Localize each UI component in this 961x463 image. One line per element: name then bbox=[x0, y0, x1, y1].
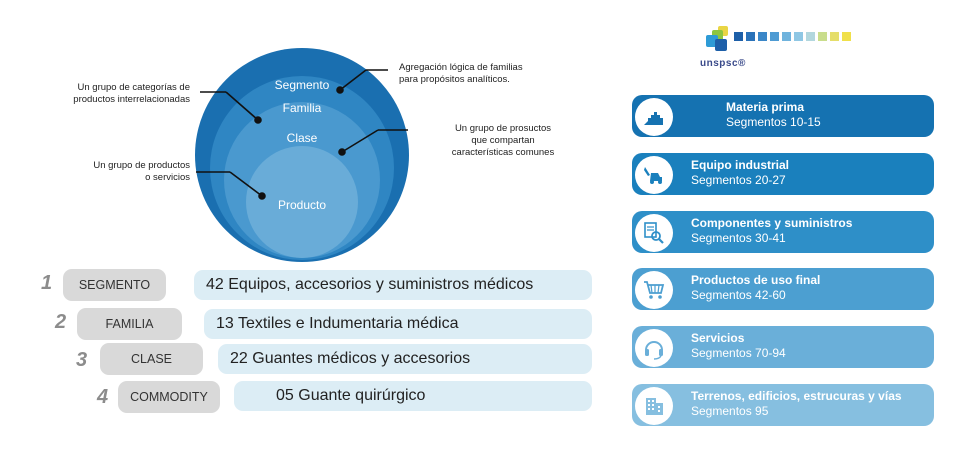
segment-card-componentes: Componentes y suministros Segmentos 30-4… bbox=[632, 211, 934, 253]
segment-title: Terrenos, edificios, estrucuras y vías bbox=[691, 389, 902, 403]
hierarchy-value-familia: 13 Textiles e Indumentaria médica bbox=[204, 309, 592, 339]
logo-text: unspsc® bbox=[700, 58, 746, 69]
annotation-familia: Un grupo de categorías de productos inte… bbox=[73, 82, 190, 105]
logo-square-7 bbox=[806, 32, 815, 41]
category-diagram: Segmento Familia Clase Producto Agregaci… bbox=[0, 0, 600, 265]
circle-label-familia: Familia bbox=[283, 101, 322, 115]
hierarchy-level-familia: FAMILIA bbox=[77, 308, 182, 340]
logo-square-4 bbox=[770, 32, 779, 41]
hierarchy-level-segmento: SEGMENTO bbox=[63, 269, 166, 301]
logo-square-2 bbox=[746, 32, 755, 41]
connector-producto-diag bbox=[229, 171, 263, 197]
logo-square-1 bbox=[734, 32, 743, 41]
connector-dot-clase bbox=[338, 148, 346, 156]
hierarchy-number-1: 1 bbox=[41, 272, 53, 294]
circle-producto bbox=[246, 146, 358, 258]
annotation-segmento: Agregación lógica de familias para propó… bbox=[399, 62, 523, 85]
hierarchy-level-clase: CLASE bbox=[100, 343, 203, 375]
segment-range: Segmentos 95 bbox=[691, 404, 769, 418]
segment-range: Segmentos 20-27 bbox=[691, 173, 786, 187]
hierarchy-value-commodity: 05 Guante quirúrgico bbox=[234, 381, 592, 411]
segment-card-servicios: Servicios Segmentos 70-94 bbox=[632, 326, 934, 368]
connector-dot-producto bbox=[258, 192, 266, 200]
segment-title: Equipo industrial bbox=[691, 158, 789, 172]
circle-label-segmento: Segmento bbox=[275, 78, 330, 92]
logo-square-5 bbox=[782, 32, 791, 41]
hierarchy-number-2: 2 bbox=[55, 311, 67, 333]
segment-title: Materia prima bbox=[726, 100, 805, 114]
pyramid-icon bbox=[635, 98, 673, 136]
segment-card-materia-prima: Materia prima Segmentos 10-15 bbox=[632, 95, 934, 137]
circle-label-clase: Clase bbox=[287, 131, 318, 145]
hierarchy-number-3: 3 bbox=[76, 349, 88, 371]
connector-segmento-diag bbox=[339, 69, 367, 91]
hierarchy-value-segmento: 42 Equipos, accesorios y suministros méd… bbox=[194, 270, 592, 300]
segment-title: Componentes y suministros bbox=[691, 216, 853, 230]
logo-square-8 bbox=[818, 32, 827, 41]
unspsc-logo: unspsc® bbox=[696, 22, 866, 74]
logo-square-10 bbox=[842, 32, 851, 41]
excavator-icon bbox=[635, 156, 673, 194]
circle-label-producto: Producto bbox=[278, 198, 326, 212]
segment-card-equipo-industrial: Equipo industrial Segmentos 20-27 bbox=[632, 153, 934, 195]
hierarchy-number-4: 4 bbox=[97, 386, 109, 408]
segment-range: Segmentos 70-94 bbox=[691, 346, 786, 360]
building-icon bbox=[635, 387, 673, 425]
magnifier-document-icon bbox=[635, 214, 673, 252]
annotation-producto: Un grupo de productos o servicios bbox=[93, 160, 190, 183]
segment-range: Segmentos 42-60 bbox=[691, 288, 786, 302]
segment-range: Segmentos 30-41 bbox=[691, 231, 786, 245]
logo-square-3 bbox=[758, 32, 767, 41]
segment-range: Segmentos 10-15 bbox=[726, 115, 821, 129]
segment-title: Productos de uso final bbox=[691, 273, 821, 287]
segment-card-productos-uso-final: Productos de uso final Segmentos 42-60 bbox=[632, 268, 934, 310]
connector-clase-diag bbox=[341, 129, 379, 153]
connector-familia-diag bbox=[225, 91, 259, 121]
connector-dot-segmento bbox=[336, 86, 344, 94]
logo-square-9 bbox=[830, 32, 839, 41]
hierarchy-value-clase: 22 Guantes médicos y accesorios bbox=[218, 344, 592, 374]
shopping-cart-icon bbox=[635, 271, 673, 309]
logo-mark-icon bbox=[706, 26, 728, 51]
connector-dot-familia bbox=[254, 116, 262, 124]
segment-title: Servicios bbox=[691, 331, 745, 345]
headset-icon bbox=[635, 329, 673, 367]
segment-card-terrenos: Terrenos, edificios, estrucuras y vías S… bbox=[632, 384, 934, 426]
annotation-clase: Un grupo de prosuctos que compartan cara… bbox=[451, 123, 555, 158]
nested-circles: Segmento Familia Clase Producto bbox=[195, 48, 409, 262]
hierarchy-level-commodity: COMMODITY bbox=[118, 381, 220, 413]
logo-square-6 bbox=[794, 32, 803, 41]
